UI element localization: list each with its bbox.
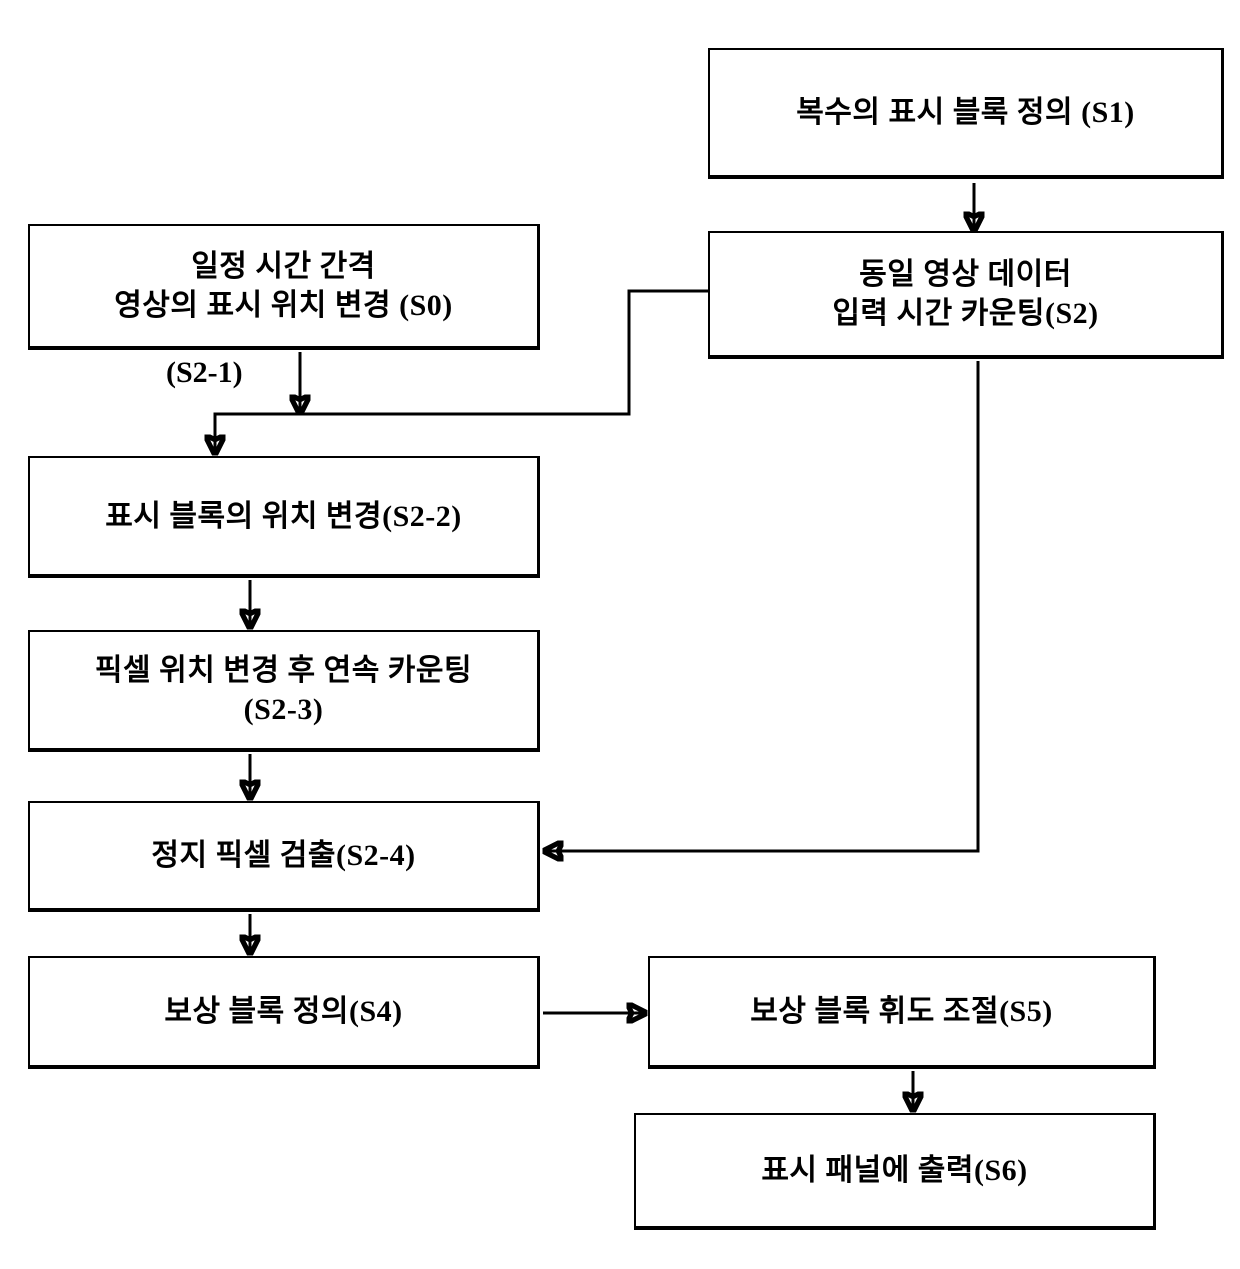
node-s5-label: 보상 블록 휘도 조절(S5) <box>750 995 1053 1028</box>
node-s1-label: 복수의 표시 블록 정의 (S1) <box>796 96 1135 129</box>
node-s2-4[interactable]: 정지 픽셀 검출(S2-4) <box>28 801 540 912</box>
node-s4-label: 보상 블록 정의(S4) <box>164 995 403 1028</box>
node-s2-4-label: 정지 픽셀 검출(S2-4) <box>151 839 416 872</box>
node-s2[interactable]: 동일 영상 데이터 입력 시간 카운팅(S2) <box>708 231 1224 359</box>
node-s6[interactable]: 표시 패널에 출력(S6) <box>634 1113 1156 1230</box>
node-s2-2[interactable]: 표시 블록의 위치 변경(S2-2) <box>28 456 540 578</box>
node-s2-3-label: 픽셀 위치 변경 후 연속 카운팅 (S2-3) <box>94 654 473 726</box>
node-s2-3[interactable]: 픽셀 위치 변경 후 연속 카운팅 (S2-3) <box>28 630 540 752</box>
node-s2-2-label: 표시 블록의 위치 변경(S2-2) <box>105 499 462 533</box>
node-s6-label: 표시 패널에 출력(S6) <box>761 1154 1028 1187</box>
node-s2-label: 동일 영상 데이터 입력 시간 카운팅(S2) <box>832 258 1099 330</box>
edge-s2-to-s2-4 <box>546 361 980 851</box>
node-s0-label: 일정 시간 간격 영상의 표시 위치 변경 (S0) <box>114 250 453 322</box>
node-s4[interactable]: 보상 블록 정의(S4) <box>28 956 540 1069</box>
node-s5[interactable]: 보상 블록 휘도 조절(S5) <box>648 956 1156 1069</box>
node-s0[interactable]: 일정 시간 간격 영상의 표시 위치 변경 (S0) <box>28 224 540 350</box>
node-s1[interactable]: 복수의 표시 블록 정의 (S1) <box>708 48 1224 179</box>
caption-s2-1: (S2-1) <box>166 356 243 389</box>
